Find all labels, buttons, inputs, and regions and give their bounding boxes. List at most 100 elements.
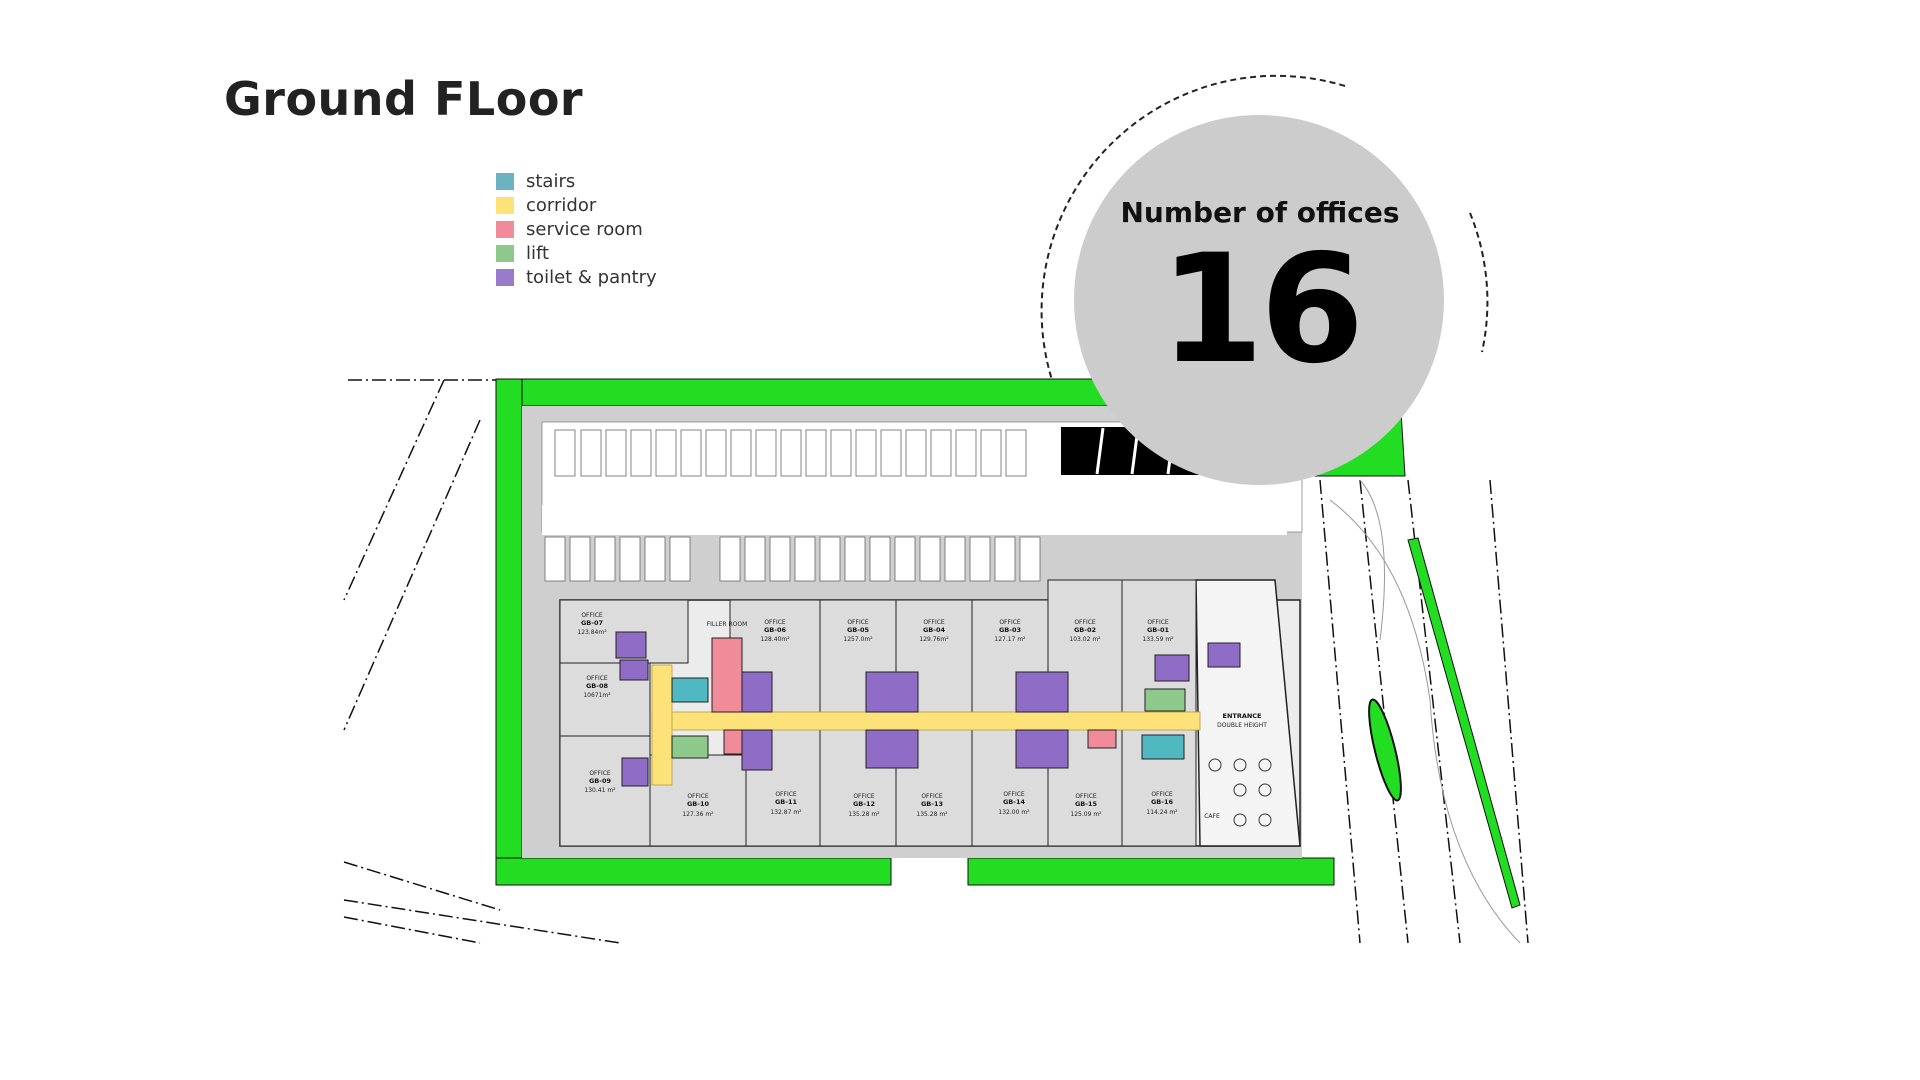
legend-item-service-room: service room	[496, 217, 657, 241]
legend-label: lift	[526, 242, 550, 264]
office-area: 127.17 m²	[994, 636, 1026, 643]
office-name: OFFICE	[1075, 793, 1097, 800]
office-label-gb-04: OFFICE GB-04 129.76m²	[919, 619, 949, 643]
office-area: 135.28 m²	[848, 811, 880, 818]
office-label-gb-02: OFFICE GB-02 103.02 m²	[1069, 619, 1101, 643]
filler-room-label: FILLER ROOM	[707, 621, 748, 628]
office-name: OFFICE	[1147, 619, 1169, 626]
parking-row-top	[554, 429, 1027, 477]
office-code: GB-06	[764, 626, 787, 634]
office-code: GB-11	[775, 798, 798, 806]
office-code: GB-03	[999, 626, 1021, 634]
legend-swatch-lift	[496, 244, 514, 262]
office-name: OFFICE	[847, 619, 869, 626]
office-label-gb-12: OFFICE GB-12 135.28 m²	[848, 793, 880, 818]
office-name: OFFICE	[775, 791, 797, 798]
office-code: GB-10	[687, 800, 710, 808]
office-label-gb-07: OFFICE GB-07 123.84m²	[577, 612, 607, 636]
office-area: 103.02 m²	[1069, 636, 1101, 643]
office-area: 133.59 m²	[1142, 636, 1174, 643]
legend-item-lift: lift	[496, 241, 657, 265]
legend-label: stairs	[526, 170, 576, 192]
office-name: OFFICE	[853, 793, 875, 800]
office-area: 128.40m²	[760, 636, 790, 643]
offices-count-label: Number of offices	[1120, 196, 1400, 229]
office-code: GB-16	[1151, 798, 1174, 806]
office-label-gb-15: OFFICE GB-15 125.09 m²	[1070, 793, 1102, 818]
office-code: GB-12	[853, 800, 875, 808]
road-curve	[1329, 499, 1521, 944]
office-label-gb-16: OFFICE GB-16 114.24 m²	[1146, 791, 1178, 816]
legend-label: service room	[526, 218, 643, 240]
office-name: OFFICE	[687, 793, 709, 800]
toilet-pantry-blocks	[615, 631, 1241, 787]
office-code: GB-14	[1003, 798, 1026, 806]
office-label-gb-10: OFFICE GB-10 127.36 m²	[682, 793, 714, 818]
office-name: OFFICE	[921, 793, 943, 800]
legend-item-toilet-pantry: toilet & pantry	[496, 265, 657, 289]
office-name: OFFICE	[999, 619, 1021, 626]
badge-dashed-arc	[1040, 74, 1346, 381]
legend-item-stairs: stairs	[496, 169, 657, 193]
office-area: 135.28 m²	[916, 811, 948, 818]
service-rooms	[711, 637, 1117, 755]
office-name: OFFICE	[923, 619, 945, 626]
office-area: 114.24 m²	[1146, 809, 1178, 816]
office-label-gb-01: OFFICE GB-01 133.59 m²	[1142, 619, 1174, 643]
office-code: GB-04	[923, 626, 946, 634]
parking-row-middle	[544, 536, 1041, 582]
offices-count-value: 16	[1159, 223, 1365, 397]
office-label-gb-03: OFFICE GB-03 127.17 m²	[994, 619, 1026, 643]
office-area: 132.00 m²	[998, 809, 1030, 816]
office-area: 1257.0m²	[843, 636, 873, 643]
cafe-label: CAFE	[1204, 813, 1220, 820]
office-code: GB-01	[1147, 626, 1170, 634]
badge-dashed-arc-right	[1469, 212, 1489, 353]
cafe-tables	[1208, 758, 1272, 827]
office-label-gb-11: OFFICE GB-11 132.87 m²	[770, 791, 802, 816]
stairs-blocks	[671, 677, 1185, 760]
legend-item-corridor: corridor	[496, 193, 657, 217]
office-area: 132.87 m²	[770, 809, 802, 816]
office-label-gb-06: OFFICE GB-06 128.40m²	[760, 619, 790, 643]
office-name: OFFICE	[586, 675, 608, 682]
office-label-gb-05: OFFICE GB-05 1257.0m²	[843, 619, 873, 643]
entrance-label: ENTRANCE	[1223, 712, 1262, 720]
office-label-gb-08: OFFICE GB-08 10671m²	[583, 675, 611, 699]
corridor-west	[651, 664, 673, 786]
office-area: 10671m²	[583, 692, 611, 699]
road-driveway	[542, 505, 1287, 535]
office-label-gb-13: OFFICE GB-13 135.28 m²	[916, 793, 948, 818]
legend-swatch-toilet-pantry	[496, 268, 514, 286]
office-area: 123.84m²	[577, 629, 607, 636]
legend-swatch-service-room	[496, 220, 514, 238]
legend-swatch-stairs	[496, 172, 514, 190]
office-code: GB-15	[1075, 800, 1098, 808]
offices-side	[559, 662, 651, 847]
lift-blocks	[671, 688, 1186, 759]
road-curve	[1359, 479, 1385, 641]
office-code: GB-08	[586, 682, 609, 690]
office-code: GB-09	[589, 777, 612, 785]
office-name: OFFICE	[764, 619, 786, 626]
office-code: GB-07	[581, 619, 603, 627]
office-code: GB-13	[921, 800, 943, 808]
office-name: OFFICE	[581, 612, 603, 619]
office-label-gb-09: OFFICE GB-09 130.41 m²	[584, 770, 616, 794]
office-area: 129.76m²	[919, 636, 949, 643]
office-area: 127.36 m²	[682, 811, 714, 818]
office-label-gb-14: OFFICE GB-14 132.00 m²	[998, 791, 1030, 816]
office-area: 130.41 m²	[584, 787, 616, 794]
legend-swatch-corridor	[496, 196, 514, 214]
legend-label: toilet & pantry	[526, 266, 657, 288]
badge-circle	[1074, 115, 1444, 485]
legend-label: corridor	[526, 194, 597, 216]
corridor	[651, 711, 1201, 731]
roundabout-island	[1368, 698, 1402, 802]
office-code: GB-02	[1074, 626, 1096, 634]
entrance-sub-label: DOUBLE HEIGHT	[1217, 722, 1267, 729]
office-name: OFFICE	[1074, 619, 1096, 626]
legend: stairs corridor service room lift toilet…	[496, 169, 657, 289]
office-name: OFFICE	[1151, 791, 1173, 798]
